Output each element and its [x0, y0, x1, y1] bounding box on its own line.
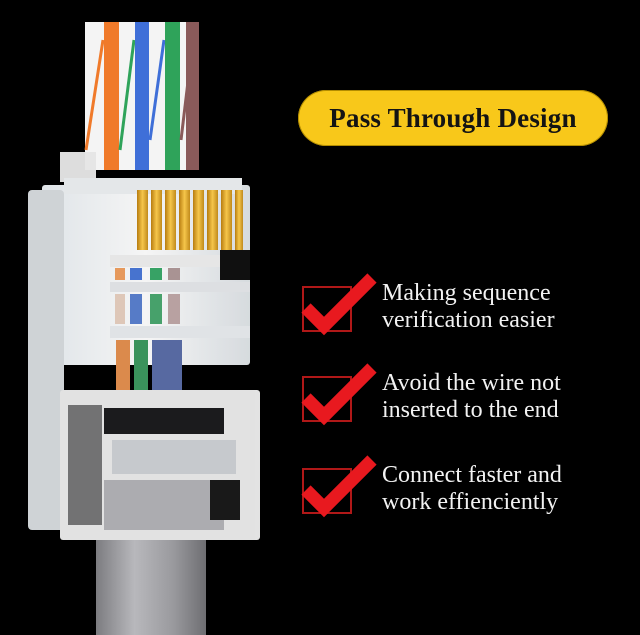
- feature-text: Making sequence verification easier: [382, 280, 555, 333]
- title-badge: Pass Through Design: [298, 90, 608, 146]
- feature-text: Avoid the wire not inserted to the end: [382, 370, 561, 423]
- rj45-connector-illustration: [28, 22, 260, 635]
- red-checkmark-icon: [301, 455, 377, 518]
- feature-text: Connect faster and work effienciently: [382, 462, 562, 515]
- wires: [84, 22, 199, 170]
- red-checkmark-icon: [301, 363, 377, 426]
- feature-item: Making sequence verification easier: [298, 270, 618, 342]
- connector-body: [28, 152, 260, 540]
- feature-item: Avoid the wire not inserted to the end: [298, 360, 618, 432]
- title-text: Pass Through Design: [329, 102, 577, 133]
- feature-item: Connect faster and work effienciently: [298, 452, 618, 524]
- red-checkmark-icon: [301, 273, 377, 336]
- gold-contacts: [137, 190, 243, 250]
